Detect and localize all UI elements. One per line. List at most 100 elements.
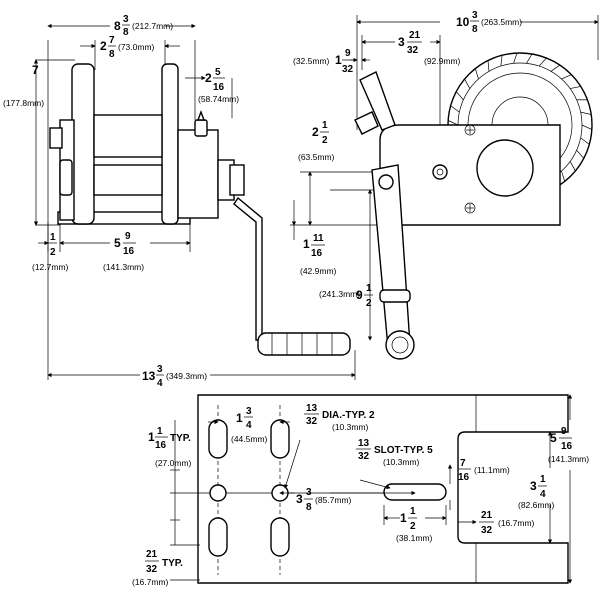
- svg-text:5: 5: [215, 67, 221, 78]
- svg-text:16: 16: [155, 440, 167, 451]
- dim-notch-edge: 21 32 (16.7mm): [479, 510, 535, 536]
- svg-text:(27.0mm): (27.0mm): [155, 458, 192, 468]
- svg-text:21: 21: [409, 30, 421, 41]
- dim-slot-width: 7 16 (11.1mm): [458, 458, 510, 483]
- svg-text:2: 2: [50, 247, 56, 258]
- svg-text:2: 2: [100, 39, 107, 53]
- dim-center-to-slot: 3 3 8 (85.7mm): [296, 487, 352, 513]
- svg-text:32: 32: [342, 64, 354, 75]
- svg-text:11: 11: [313, 233, 324, 244]
- svg-text:1: 1: [366, 283, 372, 294]
- svg-text:1: 1: [157, 426, 163, 437]
- svg-text:1: 1: [410, 506, 416, 517]
- svg-text:(349.3mm): (349.3mm): [166, 371, 207, 381]
- svg-text:(42.9mm): (42.9mm): [300, 266, 337, 276]
- dim-top-offset: (32.5mm) 1 9 32: [293, 48, 355, 75]
- svg-text:1: 1: [148, 430, 155, 444]
- dim-handle-offset: 2 5 16 (58.74mm): [198, 67, 239, 104]
- side-view: [33, 23, 356, 380]
- svg-text:32: 32: [358, 451, 370, 462]
- svg-text:4: 4: [157, 378, 163, 389]
- svg-text:4: 4: [540, 489, 546, 500]
- svg-text:1: 1: [400, 511, 407, 525]
- svg-text:(12.7mm): (12.7mm): [32, 262, 69, 272]
- svg-text:13: 13: [306, 403, 318, 414]
- svg-text:7: 7: [460, 458, 466, 469]
- svg-text:(16.7mm): (16.7mm): [498, 518, 535, 528]
- bolt-icon: [464, 124, 476, 136]
- svg-text:TYP.: TYP.: [162, 558, 183, 569]
- svg-text:9: 9: [345, 48, 351, 59]
- svg-text:16: 16: [458, 472, 470, 483]
- base-view: [170, 394, 573, 584]
- svg-text:(212.7mm): (212.7mm): [132, 21, 173, 31]
- svg-text:9: 9: [561, 426, 567, 437]
- svg-text:9: 9: [356, 288, 363, 302]
- svg-text:1: 1: [540, 474, 546, 485]
- svg-text:4: 4: [246, 420, 252, 431]
- dim-edge-offset: 21 32 TYP. (16.7mm): [132, 549, 183, 587]
- dim-hole-dia: 13 32 DIA.-TYP. 2 (10.3mm): [304, 403, 375, 432]
- svg-text:3: 3: [123, 14, 129, 25]
- svg-text:2: 2: [205, 71, 212, 85]
- dim-plate-height: 5 9 16 (141.3mm): [548, 426, 589, 464]
- svg-text:DIA.-TYP. 2: DIA.-TYP. 2: [322, 410, 375, 421]
- svg-text:(241.3mm): (241.3mm): [319, 289, 360, 299]
- bolt-icon: [464, 202, 476, 214]
- svg-text:3: 3: [296, 492, 303, 506]
- svg-text:5: 5: [114, 236, 121, 250]
- svg-text:(141.3mm): (141.3mm): [548, 454, 589, 464]
- svg-text:(10.3mm): (10.3mm): [383, 457, 420, 467]
- svg-text:13: 13: [358, 438, 370, 449]
- svg-text:7: 7: [32, 63, 39, 77]
- svg-text:2: 2: [312, 125, 319, 139]
- svg-text:(10.3mm): (10.3mm): [332, 422, 369, 432]
- svg-text:32: 32: [146, 564, 158, 575]
- front-view: [290, 15, 599, 360]
- svg-text:(177.8mm): (177.8mm): [3, 98, 44, 108]
- dim-slot-dia: 13 32 SLOT-TYP. 5 (10.3mm): [356, 438, 433, 467]
- svg-text:1: 1: [335, 53, 342, 67]
- svg-text:(73.0mm): (73.0mm): [118, 42, 155, 52]
- svg-text:10: 10: [456, 15, 470, 29]
- svg-text:3: 3: [530, 479, 537, 493]
- svg-text:(38.1mm): (38.1mm): [396, 533, 433, 543]
- svg-text:TYP.: TYP.: [170, 433, 191, 444]
- dim-base-width: 5 9 16 (141.3mm): [103, 231, 144, 272]
- svg-text:(32.5mm): (32.5mm): [293, 56, 330, 66]
- svg-text:8: 8: [109, 49, 115, 60]
- svg-text:9: 9: [125, 231, 131, 242]
- svg-text:(92.9mm): (92.9mm): [424, 56, 461, 66]
- svg-text:3: 3: [398, 35, 405, 49]
- svg-text:(82.6mm): (82.6mm): [518, 500, 555, 510]
- svg-text:3: 3: [306, 487, 312, 498]
- svg-text:16: 16: [561, 441, 573, 452]
- svg-text:1: 1: [50, 232, 56, 243]
- svg-text:3: 3: [472, 10, 478, 21]
- dim-slot-length: 1 1 2 (38.1mm): [396, 506, 433, 543]
- svg-text:32: 32: [481, 525, 493, 536]
- svg-text:8: 8: [472, 24, 478, 35]
- svg-text:2: 2: [410, 521, 416, 532]
- dim-axle-height: 2 1 2 (63.5mm): [298, 120, 335, 162]
- svg-text:(11.1mm): (11.1mm): [474, 465, 510, 475]
- dim-row-spacing: 1 1 16 TYP. (27.0mm): [148, 426, 192, 468]
- svg-text:7: 7: [109, 35, 115, 46]
- dim-axle-offset: 3 21 32 (92.9mm): [398, 30, 461, 66]
- svg-text:16: 16: [123, 246, 135, 257]
- dim-base-height: 1 11 16 (42.9mm): [300, 233, 337, 276]
- svg-text:(58.74mm): (58.74mm): [198, 94, 239, 104]
- svg-text:8: 8: [114, 19, 121, 33]
- svg-text:13: 13: [142, 369, 156, 383]
- svg-text:(16.7mm): (16.7mm): [132, 577, 169, 587]
- svg-text:8: 8: [123, 27, 129, 38]
- svg-text:1: 1: [236, 411, 243, 425]
- dim-width-total: 8 3 8 (212.7mm): [114, 14, 173, 38]
- svg-text:(141.3mm): (141.3mm): [103, 262, 144, 272]
- svg-text:21: 21: [481, 510, 493, 521]
- svg-text:3: 3: [157, 364, 163, 375]
- svg-text:2: 2: [322, 135, 328, 146]
- svg-text:(44.5mm): (44.5mm): [231, 434, 268, 444]
- svg-text:5: 5: [550, 431, 557, 445]
